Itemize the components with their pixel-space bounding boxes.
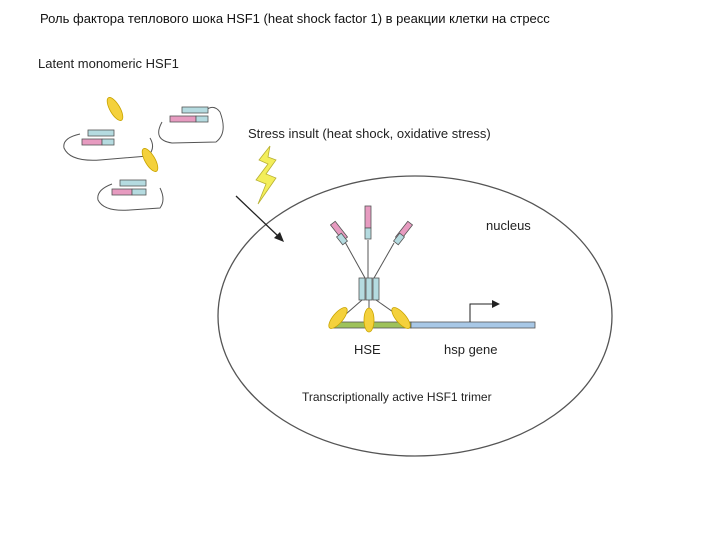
- dna-binding-domain: [363, 307, 375, 333]
- latent-hsf1-monomer-2: [63, 129, 159, 172]
- nucleus-label: nucleus: [486, 218, 531, 233]
- lightning-icon: [255, 145, 277, 205]
- page-title: Роль фактора теплового шока HSF1 (heat s…: [40, 11, 550, 26]
- dna-binding-domain: [328, 307, 348, 329]
- trimer-label: Transcriptionally active HSF1 trimer: [302, 390, 492, 404]
- arrow-icon: [235, 195, 284, 242]
- dna-binding-domain: [391, 307, 411, 329]
- stress-insult-label: Stress insult (heat shock, oxidative str…: [248, 126, 491, 141]
- hsp-gene-label: hsp gene: [444, 342, 498, 357]
- transcription-start-arrow-icon: [469, 300, 500, 322]
- hse-label: HSE: [354, 342, 381, 357]
- nucleus-membrane: [217, 175, 613, 457]
- hsf1-trimer: [329, 205, 414, 315]
- latent-hsf1-label: Latent monomeric HSF1: [38, 56, 179, 71]
- latent-hsf1-monomer-1: [106, 97, 224, 144]
- hsp-gene-element: [410, 321, 536, 329]
- latent-hsf1-monomer-3: [97, 179, 164, 211]
